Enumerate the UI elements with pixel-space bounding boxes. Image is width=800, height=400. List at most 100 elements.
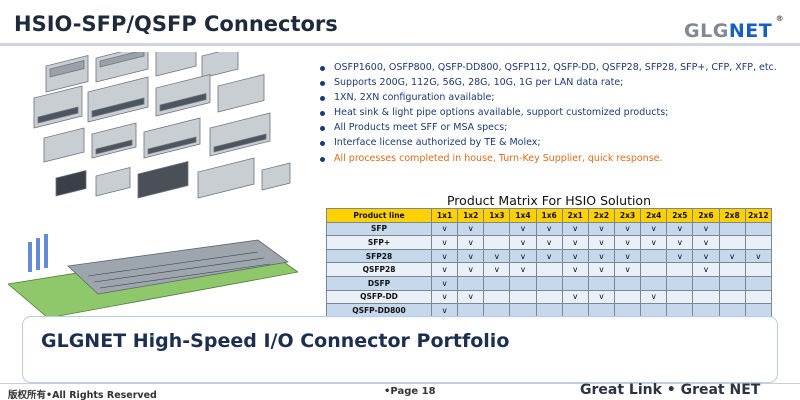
- column-header: 1x1: [430, 208, 459, 223]
- caption-overlay: GLGNET High-Speed I/O Connector Portfoli…: [22, 316, 778, 383]
- column-header: 2x2: [587, 208, 615, 223]
- column-header: 2x5: [666, 208, 694, 223]
- table-cell: v: [509, 248, 537, 264]
- row-label: DSFP: [326, 275, 432, 291]
- column-header: 1x2: [457, 208, 485, 223]
- table-cell: [483, 221, 511, 237]
- table-cell: v: [640, 289, 668, 305]
- table-cell: v: [666, 235, 694, 250]
- table-cell: v: [640, 235, 668, 250]
- table-cell: [535, 275, 563, 291]
- table-cell: v: [613, 262, 642, 277]
- table-cell: [535, 303, 563, 318]
- feature-text: Supports 200G, 112G, 56G, 28G, 10G, 1G p…: [334, 77, 624, 89]
- table-cell: v: [535, 248, 563, 264]
- company-logo: GLGNET ®: [684, 14, 784, 42]
- table-cell: v: [613, 221, 642, 237]
- table-cell: v: [640, 221, 668, 237]
- page-number: •Page 18: [384, 386, 436, 397]
- table-cell: [640, 262, 668, 277]
- column-header: 2x3: [613, 208, 642, 223]
- registered-mark: ®: [775, 14, 785, 23]
- column-header: 1x6: [535, 208, 563, 223]
- table-cell: v: [483, 248, 511, 264]
- table-cell: v: [457, 235, 485, 250]
- table-cell: [561, 275, 589, 291]
- table-cell: [718, 262, 746, 277]
- column-header: 2x8: [718, 208, 746, 223]
- feature-text: Heat sink & light pipe options available…: [334, 107, 669, 119]
- table-cell: v: [457, 248, 485, 264]
- table-cell: [457, 275, 485, 291]
- column-header: 2x4: [640, 208, 668, 223]
- logo-text-glg: GLG: [684, 20, 729, 42]
- table-cell: v: [666, 248, 694, 264]
- matrix-title: Product Matrix For HSIO Solution: [446, 193, 652, 208]
- logo-text-net: NET: [728, 20, 773, 42]
- table-cell: [718, 235, 746, 250]
- table-cell: v: [430, 235, 459, 250]
- table-cell: [718, 275, 746, 291]
- table-cell: v: [430, 248, 459, 264]
- table-cell: [718, 221, 746, 237]
- feature-item: Supports 200G, 112G, 56G, 28G, 10G, 1G p…: [318, 77, 788, 90]
- table-cell: [692, 289, 720, 305]
- bullet-icon: [320, 156, 325, 162]
- table-cell: v: [666, 221, 694, 237]
- bullet-icon: [320, 66, 325, 71]
- feature-item: Interface license authorized by TE & Mol…: [318, 137, 788, 150]
- table-cell: v: [430, 262, 459, 277]
- feature-text: All processes completed in house, Turn-K…: [334, 152, 663, 164]
- copyright-text: 版权所有•All Rights Reserved: [8, 390, 157, 400]
- table-cell: v: [457, 262, 485, 277]
- table-cell: v: [692, 262, 720, 277]
- table-cell: [666, 275, 694, 291]
- column-header: Product line: [326, 208, 432, 223]
- table-cell: v: [483, 262, 511, 277]
- connector-board-render: [8, 234, 298, 319]
- feature-item: Heat sink & light pipe options available…: [318, 107, 788, 120]
- table-cell: [535, 262, 563, 277]
- column-header: 1x4: [509, 208, 537, 223]
- page-title: HSIO-SFP/QSFP Connectors: [14, 12, 338, 36]
- table-cell: [483, 275, 511, 291]
- table-cell: [535, 289, 563, 305]
- table-cell: v: [430, 303, 459, 318]
- table-cell: v: [718, 248, 746, 264]
- bullet-icon: [320, 111, 325, 117]
- table-cell: [744, 235, 773, 250]
- column-header: 2x1: [561, 208, 589, 223]
- footer-divider: [0, 383, 800, 384]
- feature-item: All Products meet SFF or MSA specs;: [318, 122, 788, 135]
- table-cell: v: [509, 221, 537, 237]
- feature-list: OSFP1600, OSFP800, QSFP-DD800, QSFP112, …: [318, 62, 788, 168]
- table-cell: [744, 275, 773, 291]
- table-cell: [666, 262, 694, 277]
- table-cell: [640, 248, 668, 264]
- caption-text: GLGNET High-Speed I/O Connector Portfoli…: [41, 330, 510, 352]
- table-cell: v: [587, 248, 615, 264]
- connector-product-photo: [33, 52, 291, 199]
- table-cell: v: [535, 235, 563, 250]
- table-cell: [744, 221, 773, 237]
- column-header: 1x3: [483, 208, 511, 223]
- table-cell: v: [535, 221, 563, 237]
- row-label: QSFP28: [326, 262, 432, 277]
- table-cell: [613, 275, 642, 291]
- table-cell: v: [561, 235, 589, 250]
- table-cell: v: [561, 248, 589, 264]
- table-cell: [666, 289, 694, 305]
- feature-text: 1XN, 2XN configuration available;: [334, 92, 495, 104]
- table-cell: v: [430, 289, 459, 305]
- bullet-icon: [320, 141, 325, 147]
- row-label: SFP28: [326, 248, 432, 264]
- footer-slogan: Great Link • Great NET: [580, 382, 761, 398]
- feature-text: Interface license authorized by TE & Mol…: [334, 137, 541, 149]
